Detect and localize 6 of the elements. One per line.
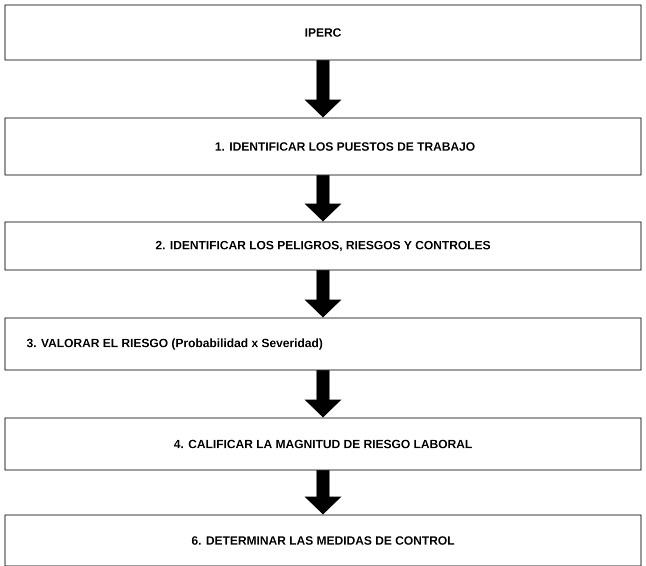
process-box: 2. IDENTIFICAR LOS PELIGROS, RIESGOS Y CONTROLES <box>4 222 642 270</box>
process-box: 6. DETERMINAR LAS MEDIDAS DE CONTROL <box>4 514 642 566</box>
process-box: 1. IDENTIFICAR LOS PUESTOS DE TRABAJO <box>4 118 642 176</box>
process-box: 3. VALORAR EL RIESGO (Probabilidad x Severidad) <box>4 318 642 370</box>
process-box: 4. CALIFICAR LA MAGNITUD DE RIESGO LABORAL <box>4 418 642 470</box>
process-box: IPERC <box>4 4 642 60</box>
